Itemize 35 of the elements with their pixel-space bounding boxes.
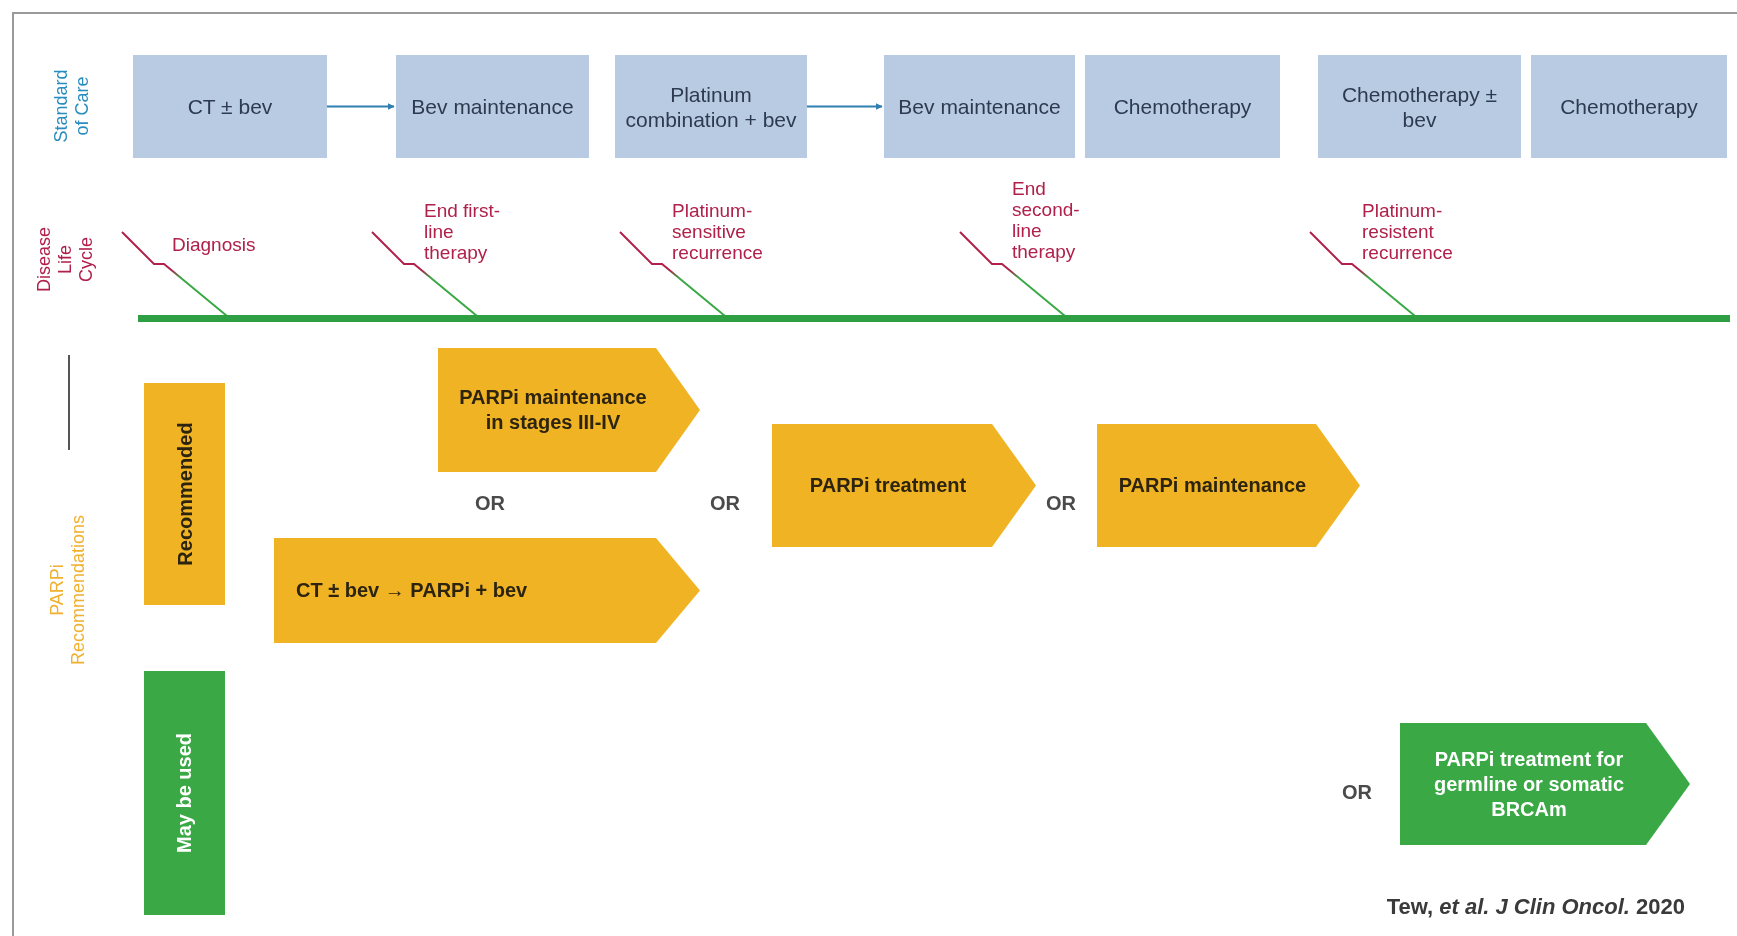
row-label: PARPi Recommendations: [47, 514, 89, 666]
pentagon-box: CT ± bev → PARPi + bev: [274, 538, 700, 643]
arrow: [326, 103, 395, 110]
category-bar: Recommended: [144, 383, 225, 605]
leader-line: [121, 231, 228, 317]
leader-line: [1309, 231, 1416, 317]
stage-box: Chemotherapy ± bev: [1318, 55, 1521, 158]
stage-box: CT ± bev: [133, 55, 327, 158]
pentagon-box: PARPi maintenance: [1097, 424, 1360, 547]
stage-box: Bev maintenance: [884, 55, 1075, 158]
or-label: OR: [1342, 780, 1372, 805]
or-label: OR: [1046, 491, 1076, 516]
leader-line: [619, 231, 726, 317]
arrow: [806, 103, 883, 110]
stage-box: Platinum combination + bev: [615, 55, 807, 158]
milestone-label: End second-line therapy: [960, 178, 1130, 263]
or-label: OR: [475, 491, 505, 516]
timeline-bar: [138, 315, 1730, 322]
leader-line: [371, 231, 478, 317]
stage-box: Bev maintenance: [396, 55, 589, 158]
milestone-label: End first-line therapy: [372, 200, 542, 264]
or-label: OR: [710, 491, 740, 516]
pentagon-box: PARPi maintenance in stages III-IV: [438, 348, 700, 472]
citation: Tew, et al. J Clin Oncol. 2020: [1386, 893, 1685, 921]
pentagon-box: PARPi treatment for germline or somatic BRCAm: [1400, 723, 1690, 845]
milestone-label: Platinum-sensitive recurrence: [620, 200, 830, 264]
row-label: Disease Life Cycle: [34, 226, 98, 292]
category-bar: May be used: [144, 671, 225, 915]
stage-box: Chemotherapy: [1085, 55, 1280, 158]
stage-box: Chemotherapy: [1531, 55, 1727, 158]
milestone-label: Diagnosis: [122, 228, 322, 272]
row-label: Standard of Care: [51, 69, 93, 143]
milestone-label: Platinum-resistent recurrence: [1310, 200, 1520, 264]
pentagon-box: PARPi treatment: [772, 424, 1036, 547]
leader-line: [959, 231, 1066, 317]
